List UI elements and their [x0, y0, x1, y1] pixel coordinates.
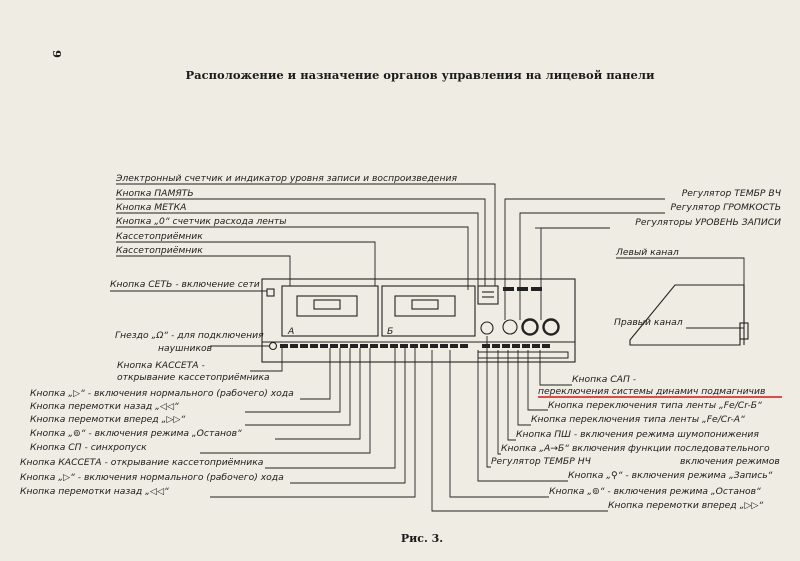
- label-noise-reduction-button: Кнопка ПШ - включения режима шумопонижен…: [516, 429, 759, 440]
- transport-button[interactable]: [300, 344, 308, 348]
- transport-button[interactable]: [310, 344, 318, 348]
- transport-button[interactable]: [280, 344, 288, 348]
- transport-button[interactable]: [492, 344, 500, 348]
- label-dynamic-bias-button-2: переключения системы динамич подмагничив: [538, 386, 765, 397]
- deck-b-button-frame: [477, 351, 569, 359]
- figure-caption: Рис. 3.: [401, 532, 443, 545]
- side-plug: [739, 322, 749, 340]
- deck-b-mark: Б: [387, 326, 393, 337]
- label-play-b: Кнопка „▷“ - включения нормального (рабо…: [20, 472, 284, 483]
- label-cassette-holder-a: Кассетоприёмник: [116, 231, 203, 242]
- label-cassette-eject-b: Кнопка КАССЕТА - открывание кассетоприём…: [20, 457, 264, 468]
- label-tape-type-a: Кнопка переключения типа ленты „Fe/Cr-A“: [531, 414, 745, 425]
- label-record-button: Кнопка „⚲“ - включения режима „Запись“: [568, 470, 773, 481]
- record-level-knob-left[interactable]: [521, 318, 539, 336]
- transport-button[interactable]: [320, 344, 328, 348]
- cassette-window-a: [296, 295, 358, 317]
- cassette-holder-b[interactable]: [381, 285, 476, 337]
- panel-outline: [261, 278, 576, 363]
- transport-button[interactable]: [290, 344, 298, 348]
- transport-button[interactable]: [340, 344, 348, 348]
- transport-button[interactable]: [440, 344, 448, 348]
- transport-button[interactable]: [532, 344, 540, 348]
- label-sync-button: Кнопка СП - синхропуск: [30, 442, 147, 453]
- transport-button[interactable]: [542, 344, 550, 348]
- transport-button[interactable]: [400, 344, 408, 348]
- transport-buttons: [280, 344, 569, 359]
- power-button[interactable]: [266, 288, 275, 297]
- cassette-reels-b: [411, 299, 439, 310]
- page-number: 9: [50, 50, 64, 58]
- transport-button[interactable]: [430, 344, 438, 348]
- transport-button[interactable]: [380, 344, 388, 348]
- headphone-jack[interactable]: [268, 341, 278, 351]
- left-labels: Электронный счетчик и индикатор уровня з…: [20, 173, 457, 497]
- label-tape-type-b: Кнопка переключения типа ленты „Fe/Cr-Б“: [548, 400, 762, 411]
- label-counter-reset-button: Кнопка „0“ счетчик расхода ленты: [116, 216, 287, 227]
- cassette-holder-a[interactable]: [281, 285, 379, 337]
- counter-reset-button[interactable]: [531, 287, 542, 291]
- transport-button[interactable]: [410, 344, 418, 348]
- mark-button[interactable]: [517, 287, 528, 291]
- deck-a-mark: А: [287, 326, 294, 337]
- volume-knob[interactable]: [502, 319, 518, 335]
- label-forward-a: Кнопка перемотки вперед „▷▷“: [30, 414, 185, 425]
- transport-button[interactable]: [330, 344, 338, 348]
- transport-button[interactable]: [350, 344, 358, 348]
- label-dynamic-bias-button: Кнопка САП -: [572, 374, 636, 385]
- label-record-level-knobs: Регуляторы УРОВЕНЬ ЗАПИСИ: [635, 217, 781, 228]
- label-rewind-b: Кнопка перемотки назад „◁◁“: [20, 486, 169, 497]
- record-level-knob-right[interactable]: [542, 318, 560, 336]
- label-bass-knob: Регулятор ТЕМБР НЧ: [491, 456, 592, 467]
- page-title: Расположение и назначение органов управл…: [186, 68, 655, 82]
- treble-knob[interactable]: [480, 321, 494, 335]
- label-a-to-b-button-2: включения режимов: [680, 456, 780, 467]
- label-a-to-b-button: Кнопка „А→Б“ включения функции последова…: [501, 443, 770, 454]
- label-memory-button: Кнопка ПАМЯТЬ: [116, 188, 194, 199]
- transport-button[interactable]: [360, 344, 368, 348]
- cassette-window-b: [394, 295, 456, 317]
- memory-button[interactable]: [503, 287, 514, 291]
- leader-lines: [110, 183, 745, 512]
- label-forward-b: Кнопка перемотки вперед „▷▷“: [608, 500, 763, 511]
- label-rewind-a: Кнопка перемотки назад „◁◁“: [30, 401, 179, 412]
- transport-button[interactable]: [522, 344, 530, 348]
- label-left-channel: Левый канал: [615, 247, 679, 258]
- label-stop-a: Кнопка „⊚“ - включения режима „Останов“: [30, 428, 242, 439]
- transport-button[interactable]: [512, 344, 520, 348]
- label-treble-knob: Регулятор ТЕМБР ВЧ: [682, 188, 782, 199]
- device-side-view: [629, 284, 749, 346]
- label-headphone-jack: Гнездо „Ω“ - для подключения: [115, 330, 264, 341]
- transport-button[interactable]: [502, 344, 510, 348]
- label-cassette-eject-a-2: открывание кассетоприёмника: [117, 372, 270, 383]
- label-cassette-holder-b: Кассетоприёмник: [116, 245, 203, 256]
- right-labels: Регулятор ТЕМБР ВЧ Регулятор ГРОМКОСТЬ Р…: [491, 188, 782, 511]
- label-right-channel: Правый канал: [614, 317, 683, 328]
- transport-button[interactable]: [370, 344, 378, 348]
- transport-button[interactable]: [420, 344, 428, 348]
- label-volume-knob: Регулятор ГРОМКОСТЬ: [671, 202, 781, 213]
- label-cassette-eject-a: Кнопка КАССЕТА -: [117, 360, 205, 371]
- transport-button[interactable]: [390, 344, 398, 348]
- label-power-button: Кнопка СЕТЬ - включение сети: [110, 279, 260, 290]
- label-mark-button: Кнопка МЕТКА: [116, 202, 186, 213]
- transport-button[interactable]: [450, 344, 458, 348]
- transport-button[interactable]: [460, 344, 468, 348]
- label-headphone-jack-2: наушников: [158, 343, 212, 354]
- cassette-reels-a: [313, 299, 341, 310]
- label-counter-indicator: Электронный счетчик и индикатор уровня з…: [115, 173, 457, 184]
- tape-deck-front-panel: А Б: [261, 278, 576, 363]
- transport-button[interactable]: [482, 344, 490, 348]
- side-profile: [629, 284, 745, 346]
- level-indicator: [477, 285, 499, 305]
- label-stop-b: Кнопка „⊚“ - включения режима „Останов“: [549, 486, 761, 497]
- label-play-a: Кнопка „▷“ - включения нормального (рабо…: [30, 388, 294, 399]
